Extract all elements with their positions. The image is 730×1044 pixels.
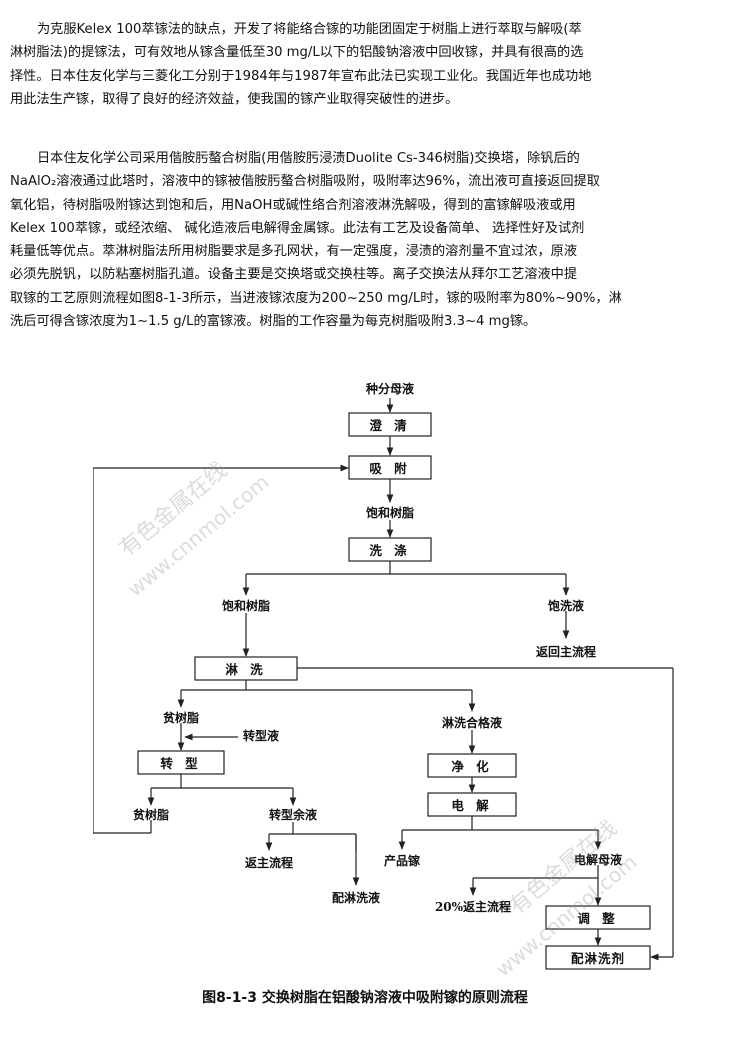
label-saturated-wash-liquor: 饱洗液 xyxy=(547,599,585,613)
paragraph-1-line: 淋树脂法)的提镓法，可有效地从镓含量低至30 mg/L以下的铝酸钠溶液中回收镓，… xyxy=(10,45,584,61)
process-box-convert: 转 型 xyxy=(160,756,202,771)
process-box-electrolysis: 电 解 xyxy=(451,798,493,813)
label-saturated-resin: 饱和树脂 xyxy=(365,506,415,520)
figure-caption: 图8-1-3 交换树脂在铝酸钠溶液中吸附镓的原则流程 xyxy=(202,990,528,1006)
paragraph-2-line: 氧化铝，待树脂吸附镓达到饱和后，用NaOH或碱性络合剂溶液淋洗解吸，得到的富镓解… xyxy=(10,197,576,213)
process-box-elute: 淋 洗 xyxy=(225,662,267,677)
label-spent-electrolyte: 电解母液 xyxy=(573,853,623,867)
paragraph-2-line: 必须先脱钒，以防粘塞树脂孔道。设备主要是交换塔或交换柱等。离子交换法从拜尔工艺溶… xyxy=(10,267,578,283)
label-seed-mother-liquor: 种分母液 xyxy=(365,382,415,396)
label-saturated-resin: 饱和树脂 xyxy=(221,599,271,613)
box-outline xyxy=(545,945,651,970)
paragraph-2-line: 洗后可得含镓浓度为1~1.5 g/L的富镓液。树脂的工作容量为每克树脂吸附3.3… xyxy=(10,314,537,330)
process-box-clarify: 澄 清 xyxy=(369,418,411,433)
label-return-main: 返主流程 xyxy=(244,856,294,870)
paragraph-2: 日本住友化学公司采用偕胺肟螯合树脂(用偕胺肟浸渍Duolite Cs-346树脂… xyxy=(10,147,714,333)
label-make-eluent: 配淋洗液 xyxy=(331,891,381,905)
label-product-gallium: 产品镓 xyxy=(383,854,421,868)
process-box-adsorb: 吸 附 xyxy=(369,461,411,476)
label-return-20pct: 20%返主流程 xyxy=(434,900,512,914)
label-lean-resin: 贫树脂 xyxy=(162,711,200,725)
paragraph-2-line: 取镓的工艺原则流程如图8-1-3所示，当进液镓浓度为200~250 mg/L时，… xyxy=(10,290,622,306)
paragraph-2-line: NaAlO₂溶液通过此塔时，溶液中的镓被偕胺肟螯合树脂吸附，吸附率达96%，流出… xyxy=(10,174,600,190)
label-lean-resin: 贫树脂 xyxy=(132,808,170,822)
process-box-eluent: 配淋洗剂 xyxy=(570,951,625,966)
label-conversion-liquor: 转型液 xyxy=(243,729,280,743)
label-return-main-flow: 返回主流程 xyxy=(535,645,597,659)
paragraph-2-line: 日本住友化学公司采用偕胺肟螯合树脂(用偕胺肟浸渍Duolite Cs-346树脂… xyxy=(37,151,580,166)
process-box-adjust: 调 整 xyxy=(577,911,619,926)
process-box-purify: 净 化 xyxy=(451,759,493,774)
label-qualified-eluate: 淋洗合格液 xyxy=(441,716,503,730)
paragraph-1-line: 择性。日本住友化学与三菱化工分别于1984年与1987年宣布此法已实现工业化。我… xyxy=(10,68,592,84)
paragraph-2-line: Kelex 100萃镓，或经浓缩、 碱化造液后电解得金属镓。此法有工艺及设备简单… xyxy=(10,220,585,236)
process-box-wash: 洗 涤 xyxy=(369,543,411,558)
flowchart-figure: 澄 清 吸 附 洗 涤 淋 洗 转 型 净 化 电 解 调 整 配淋洗剂 种分母… xyxy=(93,368,685,981)
label-conversion-residue: 转型余液 xyxy=(268,808,318,822)
paragraph-2-line: 耗量低等优点。萃淋树脂法所用树脂要求是多孔网状，有一定强度，浸渍的溶剂量不宜过浓… xyxy=(10,244,578,260)
flowchart-connectors xyxy=(93,398,674,970)
paragraph-1: 为克服Kelex 100萃镓法的缺点，开发了将能络合镓的功能团固定于树脂上进行萃… xyxy=(10,18,714,111)
paragraph-1-line: 用此法生产镓，取得了良好的经济效益，使我国的镓产业取得突破性的进步。 xyxy=(10,91,459,107)
paragraph-1-line: 为克服Kelex 100萃镓法的缺点，开发了将能络合镓的功能团固定于树脂上进行萃… xyxy=(37,22,582,37)
